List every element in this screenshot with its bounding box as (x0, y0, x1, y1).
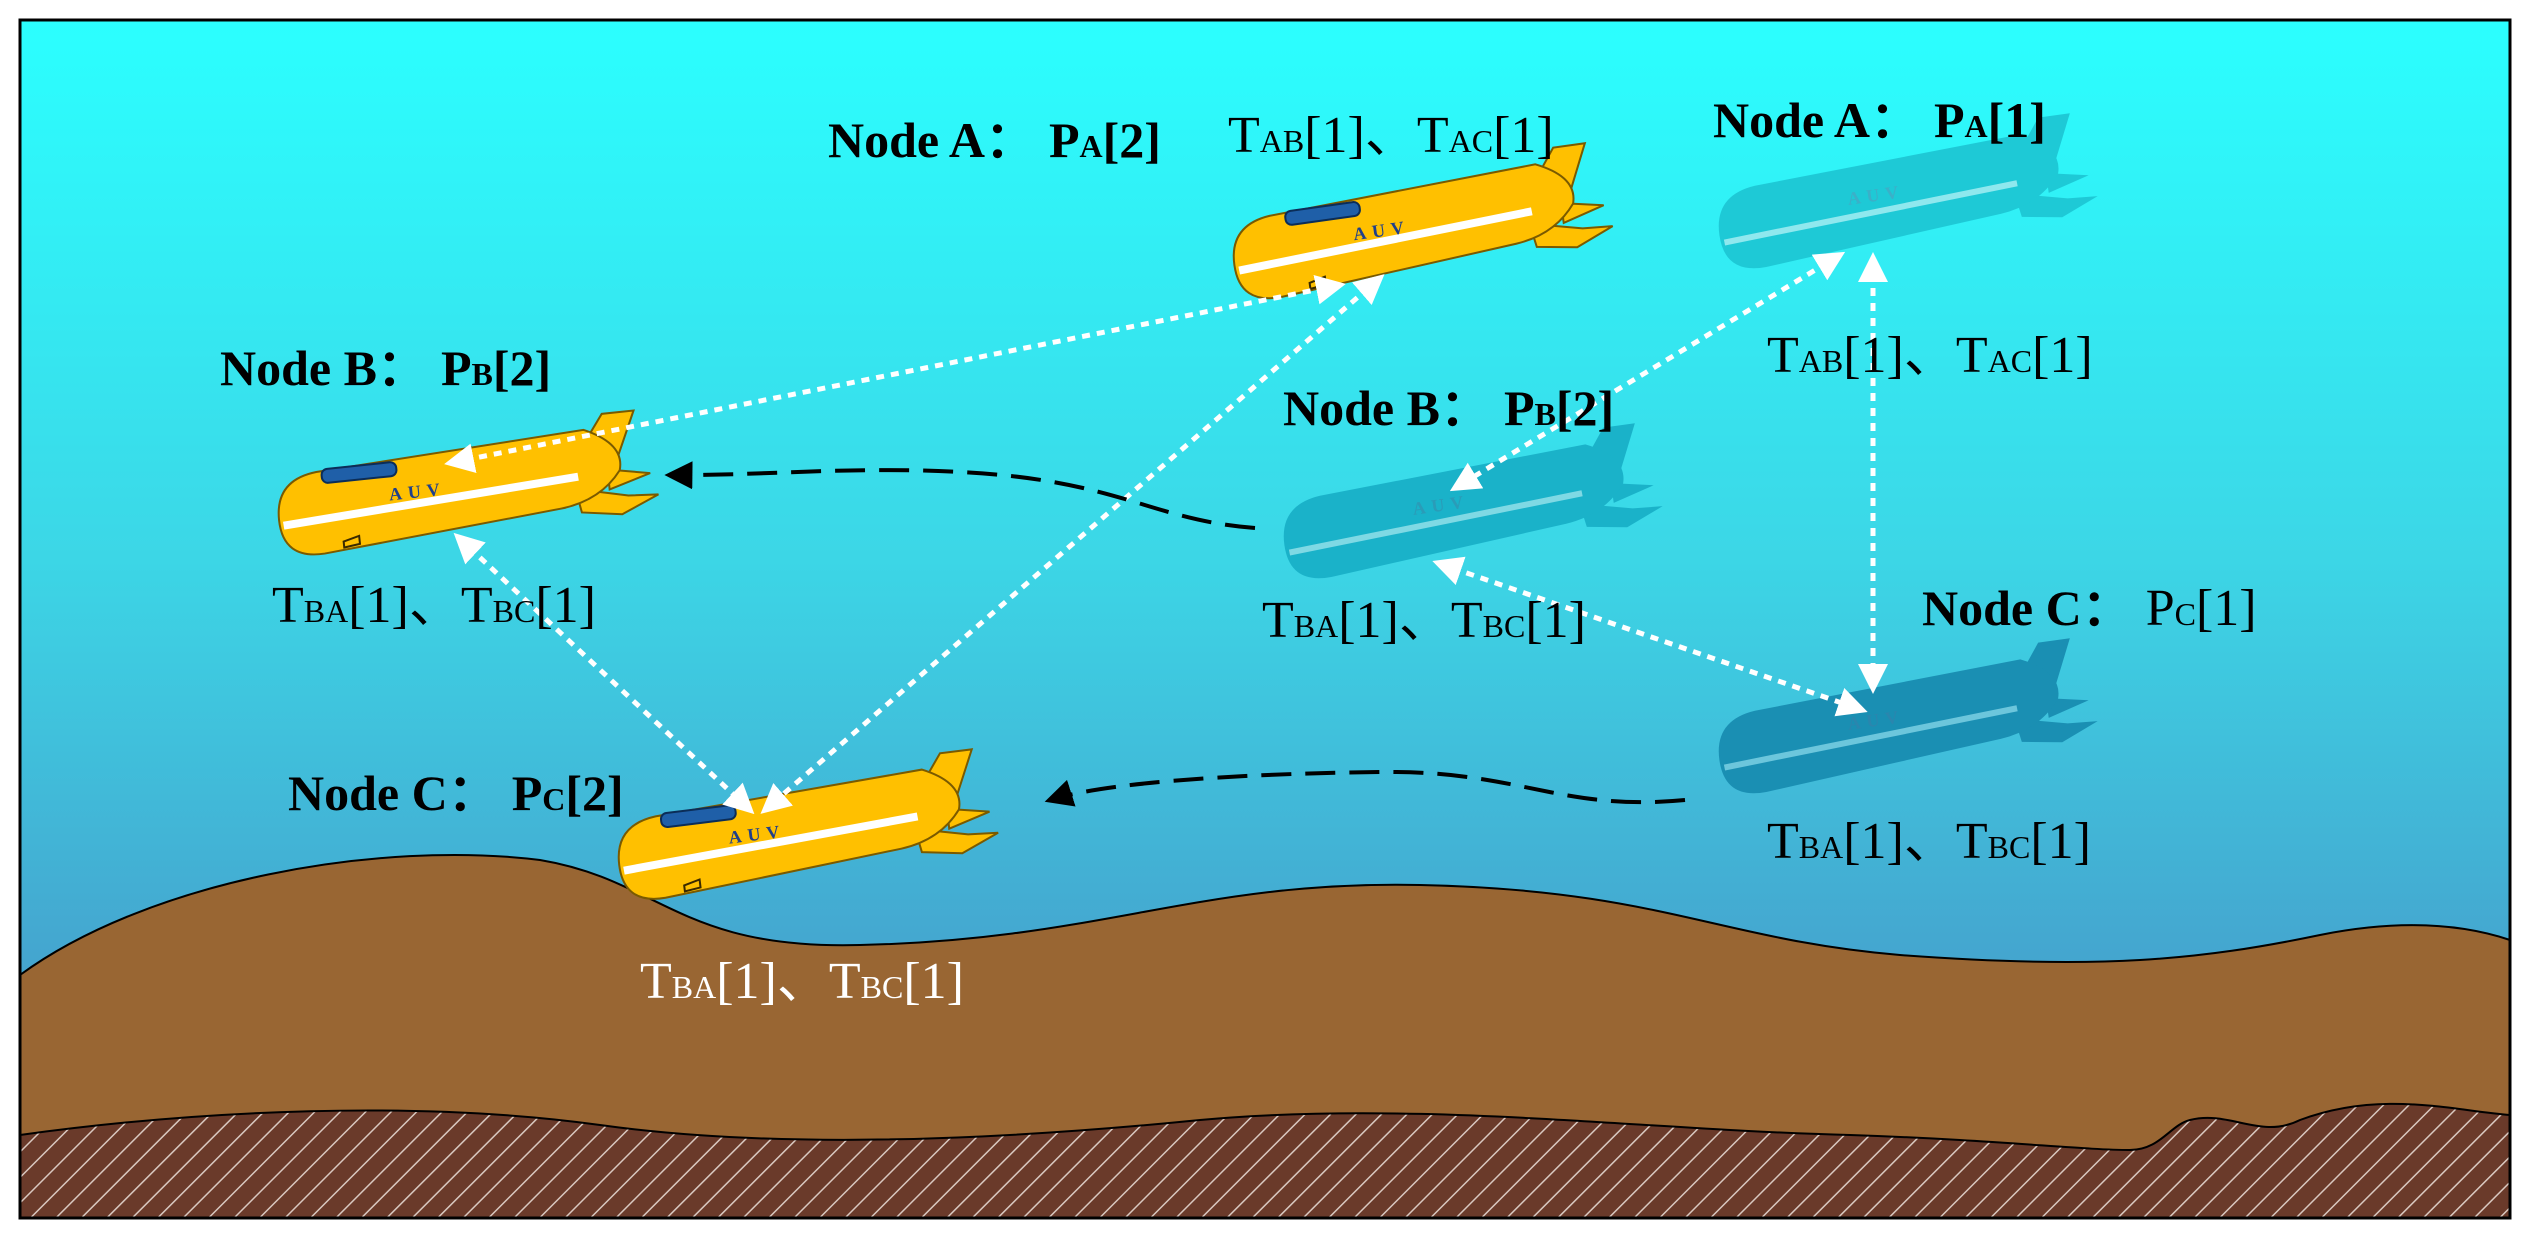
node-b-table-1-idx: [1] (348, 577, 409, 634)
node-b-name: Node B： (220, 340, 427, 396)
prev-node-c-table-1-idx: [1] (1843, 813, 1904, 870)
node-a-table-1-sub: AB (1260, 123, 1304, 159)
label-prev-node-b: Node B：PB[2] (1283, 380, 1614, 436)
node-c-packet: P (512, 765, 543, 821)
label-prev-node-a-tables: TAB[1]、TAC[1] (1767, 327, 2093, 384)
label-node-a: Node A：PA[2] (828, 112, 1161, 168)
prev-node-c-table-sep: 、 (1904, 813, 1956, 870)
node-a-table-2: T (1417, 107, 1449, 164)
link-b-c (453, 532, 755, 815)
node-b-table-1: T (272, 577, 304, 634)
prev-node-b-packet-sub: B (1535, 396, 1556, 432)
prev-node-a-table-2: T (1956, 327, 1988, 384)
prev-node-a-packet-idx: [1] (1988, 92, 2046, 148)
node-a-table-sep: 、 (1365, 107, 1417, 164)
prev-node-b-packet-idx: [2] (1556, 380, 1614, 436)
node-c-table-1-idx: [1] (716, 953, 777, 1010)
label-node-c-tables: TBA[1]、TBC[1] (640, 953, 964, 1010)
label-prev-node-a: Node A：PA[1] (1713, 92, 2046, 148)
node-c-table-2-idx: [1] (903, 953, 964, 1010)
prev-node-b-table-2-idx: [1] (1525, 592, 1586, 649)
prev-node-c-table-2-idx: [1] (2030, 813, 2091, 870)
prev-node-b-table-2: T (1451, 592, 1483, 649)
node-c-packet-idx: [2] (565, 765, 623, 821)
prev-node-c-table-2-sub: BC (1988, 829, 2031, 865)
node-b-packet-idx: [2] (493, 340, 551, 396)
node-c-name: Node C： (288, 765, 498, 821)
node-b-packet: P (441, 340, 472, 396)
prev-node-b-table-1-sub: BA (1294, 608, 1338, 644)
node-b-table-1-sub: BA (304, 593, 348, 629)
prev-node-c-packet-idx: [1] (2196, 580, 2257, 637)
node-c-table-2: T (829, 953, 861, 1010)
node-b-table-2-idx: [1] (535, 577, 596, 634)
label-node-c: Node C：PC[2] (288, 765, 624, 821)
node-b-table-sep: 、 (409, 577, 461, 634)
node-a-packet-sub: A (1080, 128, 1103, 164)
label-node-b-tables: TBA[1]、TBC[1] (272, 577, 596, 634)
node-a-table-1: T (1228, 107, 1260, 164)
link-a-c (760, 274, 1385, 814)
prev-node-a-table-sep: 、 (1904, 327, 1956, 384)
node-a-packet: P (1049, 112, 1080, 168)
prev-node-b-table-1: T (1262, 592, 1294, 649)
prev-node-a-name: Node A： (1713, 92, 1920, 148)
frame-border (18, 18, 2512, 1220)
prev-node-b-name: Node B： (1283, 380, 1490, 436)
prev-node-c-packet: P (2146, 580, 2175, 637)
prev-node-a-table-1: T (1767, 327, 1799, 384)
node-b-packet-sub: B (472, 356, 493, 392)
label-prev-node-c-tables: TBA[1]、TBC[1] (1767, 813, 2091, 870)
node-a-table-2-idx: [1] (1493, 107, 1554, 164)
prev-node-b-packet: P (1504, 380, 1535, 436)
auv-node-b: AUV (270, 407, 662, 560)
movement-path-c (1044, 769, 1686, 807)
node-c-table-2-sub: BC (861, 969, 904, 1005)
label-node-a-tables: TAB[1]、TAC[1] (1228, 107, 1554, 164)
prev-node-a-table-2-idx: [1] (2032, 327, 2093, 384)
label-prev-node-c: Node C：PC[1] (1922, 580, 2257, 637)
bedrock-layer (19, 1102, 2511, 1219)
prev-node-a-packet-sub: A (1965, 108, 1988, 144)
prev-node-b-table-sep: 、 (1399, 592, 1451, 649)
ghost-auv-node-a: AUV (1709, 110, 2102, 273)
node-b-table-2: T (461, 577, 493, 634)
prev-node-c-table-2: T (1956, 813, 1988, 870)
seabed (19, 853, 2511, 1219)
node-a-packet-idx: [2] (1103, 112, 1161, 168)
prev-node-b-table-2-sub: BC (1483, 608, 1526, 644)
prev-node-c-table-1: T (1767, 813, 1799, 870)
label-prev-node-b-tables: TBA[1]、TBC[1] (1262, 592, 1586, 649)
prev-node-a-table-2-sub: AC (1988, 343, 2032, 379)
prev-node-b-table-1-idx: [1] (1338, 592, 1399, 649)
node-c-table-1-sub: BA (672, 969, 716, 1005)
prev-node-a-packet: P (1934, 92, 1965, 148)
movement-path-b (664, 461, 1256, 530)
node-a-name: Node A： (828, 112, 1035, 168)
prev-node-a-table-1-idx: [1] (1843, 327, 1904, 384)
ghost-link-a-b (1449, 251, 1846, 492)
prev-node-a-table-1-sub: AB (1799, 343, 1843, 379)
node-b-table-2-sub: BC (493, 593, 536, 629)
prev-node-c-table-1-sub: BA (1799, 829, 1843, 865)
label-node-b: Node B：PB[2] (220, 340, 551, 396)
prev-node-c-packet-sub: C (2175, 596, 2196, 632)
prev-node-c-name: Node C： (1922, 580, 2132, 636)
node-c-table-1: T (640, 953, 672, 1010)
node-a-table-1-idx: [1] (1304, 107, 1365, 164)
node-c-packet-sub: C (542, 781, 565, 817)
node-c-table-sep: 、 (777, 953, 829, 1010)
node-a-table-2-sub: AC (1449, 123, 1493, 159)
